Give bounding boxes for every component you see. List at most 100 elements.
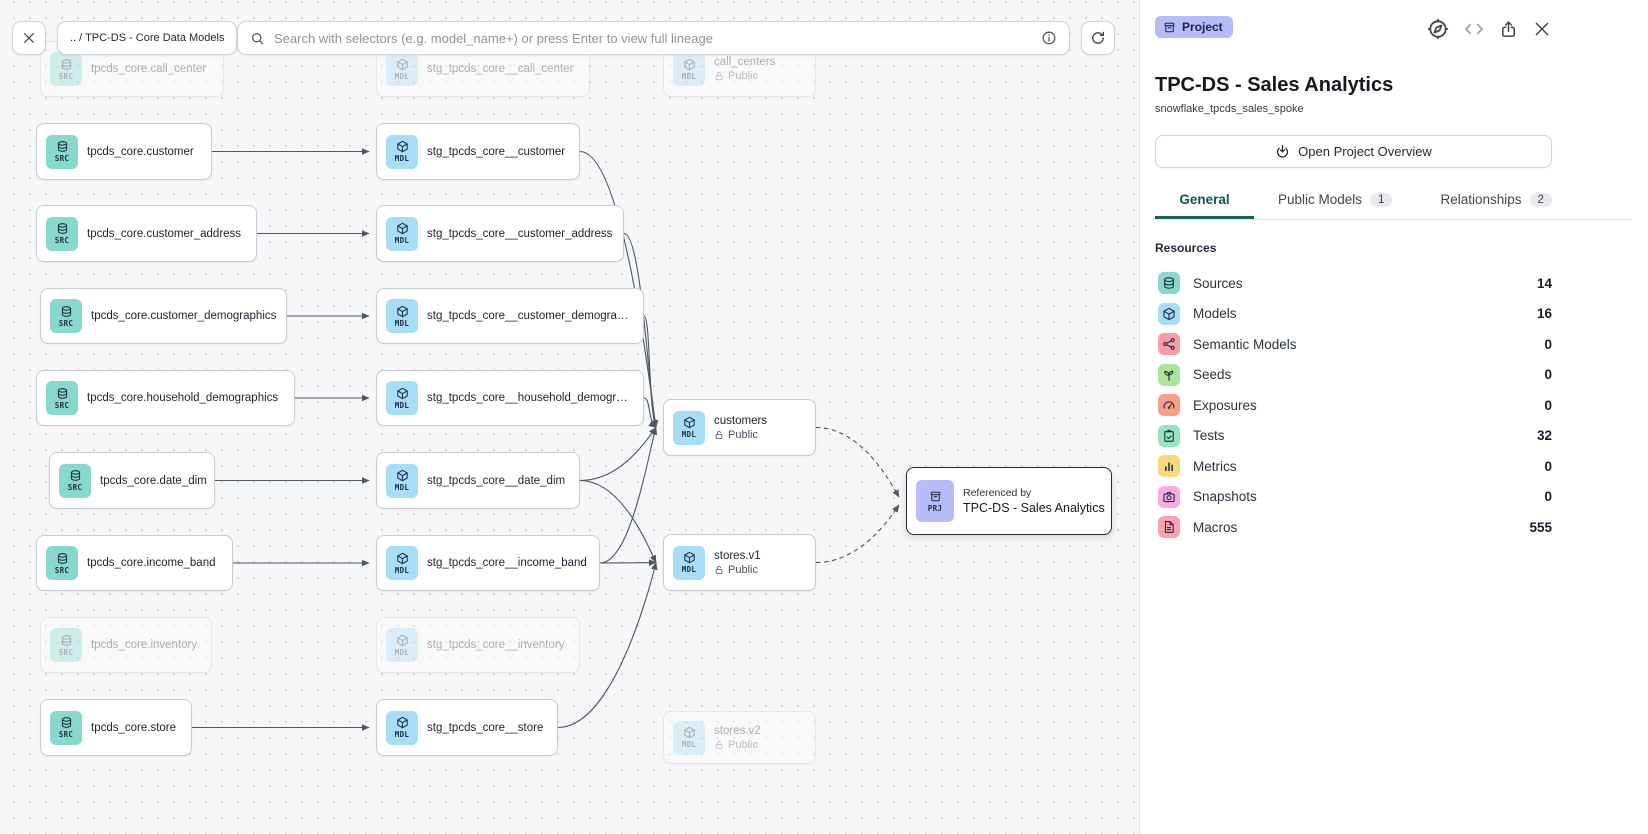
camera-icon	[1158, 485, 1180, 508]
mdl-badge: MDL	[386, 381, 418, 415]
db-icon	[56, 140, 69, 153]
badge-label: MDL	[394, 730, 410, 739]
badge-label: SRC	[58, 71, 74, 81]
project-schema-name: snowflake_tpcds_sales_spoke	[1155, 103, 1304, 115]
badge-label: MDL	[394, 71, 410, 81]
resource-label: Macros	[1193, 519, 1238, 535]
badge-label: SRC	[54, 400, 70, 410]
graph-node-src_customer_address[interactable]: SRC tpcds_core.customer_address	[36, 205, 257, 262]
tab-general[interactable]: General	[1155, 192, 1254, 219]
badge-label: MDL	[394, 154, 410, 163]
search-input[interactable]	[274, 30, 1032, 46]
db-icon	[60, 305, 73, 318]
sprout-icon	[1158, 363, 1180, 386]
badge-label: SRC	[67, 483, 83, 492]
graph-node-mdl_date_dim[interactable]: MDL stg_tpcds_core__date_dim	[376, 452, 580, 509]
db-icon	[69, 469, 82, 482]
resource-label: Metrics	[1193, 458, 1237, 474]
resource-label: Exposures	[1193, 397, 1257, 413]
badge-label: PRJ	[927, 503, 943, 513]
share-icon[interactable]	[1499, 20, 1518, 39]
doc-icon	[1158, 516, 1180, 539]
mdl-badge: MDL	[386, 463, 418, 498]
refresh-lineage-button[interactable]	[1081, 21, 1115, 55]
badge-label: MDL	[394, 565, 410, 575]
node-label: customers	[714, 414, 768, 427]
src-badge: SRC	[50, 710, 82, 745]
open-project-overview-button[interactable]: Open Project Overview	[1155, 135, 1552, 168]
public-access-label: Public	[714, 739, 761, 751]
clipboard-icon	[1158, 424, 1180, 447]
node-label: call_centers	[714, 56, 776, 68]
graph-node-prj_sales[interactable]: PRJ Referenced by TPC-DS - Sales Analytics	[906, 467, 1112, 535]
mdl-badge: MDL	[673, 410, 705, 445]
close-panel-icon[interactable]	[1533, 20, 1551, 38]
close-lineage-button[interactable]	[12, 21, 46, 55]
lock-open-icon	[714, 740, 724, 750]
badge-label: SRC	[54, 154, 70, 163]
node-label: tpcds_core.customer_address	[87, 227, 242, 240]
cube-icon	[396, 222, 409, 235]
breadcrumb[interactable]: .. / TPC-DS - Core Data Models	[57, 21, 238, 55]
src-badge: SRC	[46, 546, 78, 580]
refresh-icon	[1090, 30, 1106, 46]
badge-label: MDL	[394, 236, 410, 245]
cube-icon	[396, 58, 409, 71]
public-access-label: Public	[714, 429, 767, 441]
resource-type-label: Project	[1182, 20, 1223, 34]
search-icon	[250, 31, 265, 46]
cube-icon	[683, 726, 696, 739]
explore-icon[interactable]	[1427, 18, 1449, 40]
breadcrumb-label: .. / TPC-DS - Core Data Models	[70, 32, 225, 44]
bars-icon	[1158, 455, 1180, 478]
node-label: stg_tpcds_core__date_dim	[427, 474, 566, 487]
badge-label: MDL	[681, 740, 697, 749]
mdl-badge: MDL	[673, 720, 705, 755]
node-label: tpcds_core.customer_demographics	[91, 310, 277, 322]
lineage-edges	[192, 148, 900, 731]
node-label: tpcds_core.customer	[87, 145, 194, 158]
cube-icon	[396, 305, 409, 318]
node-label: TPC-DS - Sales Analytics	[963, 501, 1105, 515]
badge-label: SRC	[58, 730, 74, 739]
open-project-overview-label: Open Project Overview	[1298, 144, 1432, 159]
resource-count: 0	[1544, 489, 1552, 505]
node-sublabel: Referenced by	[963, 487, 1032, 499]
graph-node-src_customer[interactable]: SRC tpcds_core.customer	[36, 123, 212, 180]
close-icon	[22, 31, 36, 45]
code-icon[interactable]	[1464, 19, 1484, 39]
resource-count: 16	[1536, 306, 1552, 322]
src-badge: SRC	[46, 134, 78, 169]
db-icon	[60, 716, 73, 729]
badge-label: SRC	[54, 236, 70, 245]
resource-label: Tests	[1193, 428, 1225, 444]
lock-open-icon	[714, 430, 724, 440]
info-icon[interactable]	[1041, 30, 1057, 46]
src-badge: SRC	[50, 628, 82, 662]
archive-icon	[929, 490, 942, 503]
cube-icon	[683, 58, 696, 71]
resource-count: 0	[1544, 367, 1552, 383]
node-label: stg_tpcds_core__customer_demogra…	[427, 310, 629, 322]
